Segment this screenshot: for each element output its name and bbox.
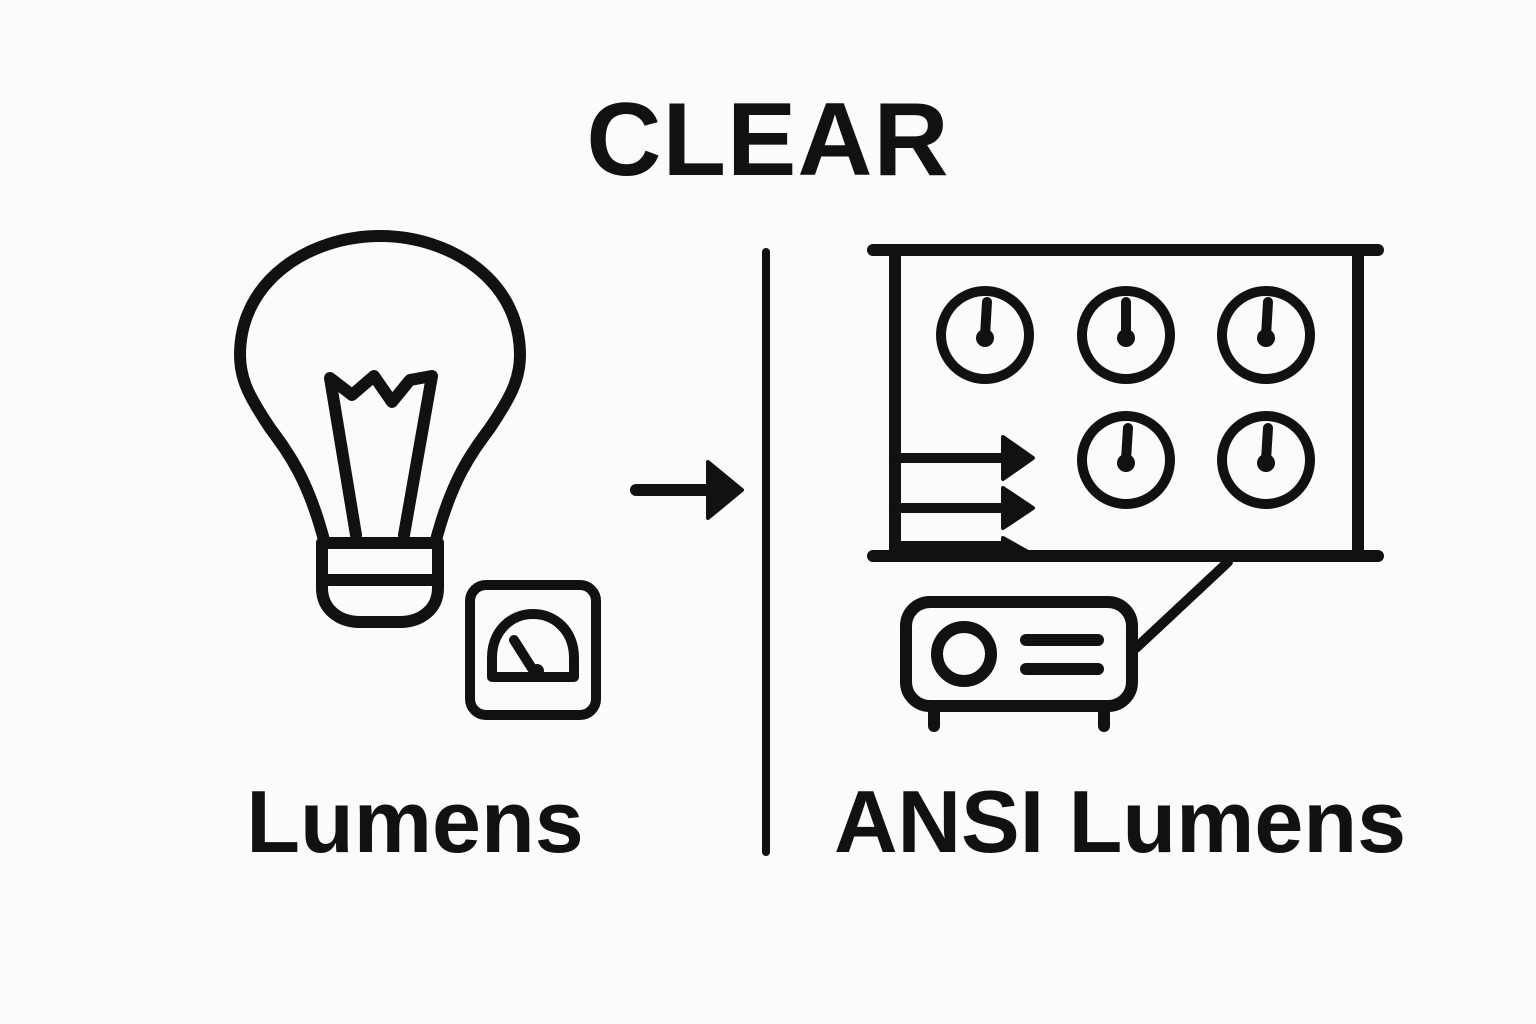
meter-case — [465, 580, 601, 720]
projector-icon — [900, 596, 1138, 732]
gauge-icon — [1077, 286, 1175, 384]
meter-dial — [487, 609, 579, 682]
arrow-right-icon — [893, 435, 1035, 481]
bulb-glass — [234, 230, 526, 546]
light-meter-icon — [465, 580, 601, 720]
light-bulb-icon — [234, 230, 526, 628]
gauge-icon — [1217, 411, 1315, 509]
projector-lens — [931, 621, 997, 687]
arrow-right-icon — [893, 536, 1030, 554]
arrow-right-icon — [893, 486, 1035, 530]
gauge-icon — [936, 286, 1034, 384]
gauge-icon — [1217, 286, 1315, 384]
meter-needle — [509, 635, 538, 675]
meter-pivot — [530, 664, 544, 678]
projector-beam-line — [1131, 557, 1233, 653]
gauge-icon — [1077, 411, 1175, 509]
bulb-base — [316, 537, 444, 628]
ansi-lumens-label: ANSI Lumens — [833, 772, 1407, 871]
projection-screen-icon — [867, 244, 1384, 562]
diagram-title: CLEAR — [586, 82, 950, 198]
bulb-filament — [324, 370, 438, 541]
lumens-label: Lumens — [246, 772, 584, 871]
arrow-right-icon — [630, 460, 744, 520]
projector-body — [900, 596, 1138, 712]
